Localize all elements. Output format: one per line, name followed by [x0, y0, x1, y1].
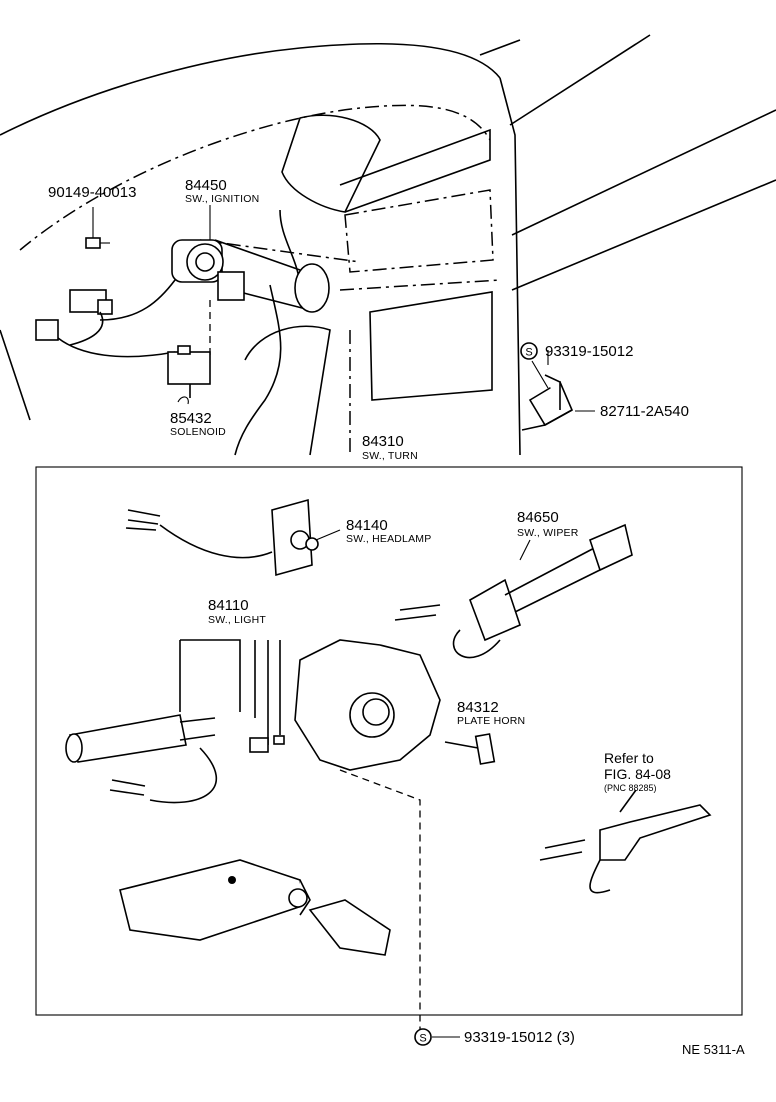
- svg-text:S: S: [419, 1033, 426, 1045]
- steering-column: [199, 239, 361, 313]
- wiper-switch-drawing: [394, 523, 633, 659]
- headlamp-part-number: 84140: [346, 517, 388, 534]
- dashboard-outline: [0, 34, 776, 456]
- bolt-part-number: 90149-40013: [48, 184, 136, 201]
- headlamp-part-name: SW., HEADLAMP: [346, 533, 431, 545]
- ignition-switch-drawing: [99, 239, 245, 360]
- horn-part-number: 84312: [457, 699, 499, 716]
- headlamp-switch-drawing: [125, 498, 319, 577]
- light-part-number: 84110: [208, 597, 249, 614]
- wiper-part-name: SW., WIPER: [517, 527, 579, 539]
- solenoid-part-name: SOLENOID: [170, 426, 226, 438]
- bottom-screw-part-number: 93319-15012 (3): [464, 1029, 575, 1046]
- left-connectors: [35, 289, 176, 358]
- screw-marker: S: [520, 342, 538, 360]
- wiper-part-number: 84650: [517, 509, 559, 526]
- refer-line-2: FIG. 84-08: [604, 766, 671, 782]
- horn-part-name: PLATE HORN: [457, 715, 525, 727]
- light-switch-drawing: [65, 639, 285, 804]
- leader-lines: [209, 205, 595, 1038]
- refer-line-1: Refer to: [604, 750, 654, 766]
- bracket-part-number: 82711-2A540: [600, 403, 689, 420]
- bottom-screw-marker: S: [414, 1028, 432, 1046]
- bracket-drawing: [521, 360, 574, 431]
- ignition-part-number: 84450: [185, 177, 227, 194]
- solenoid-drawing: [167, 345, 211, 405]
- turn-part-number: 84310: [362, 433, 404, 450]
- plate-horn-drawing: [444, 733, 496, 765]
- svg-text:S: S: [525, 347, 532, 359]
- turn-part-name: SW., TURN: [362, 450, 418, 462]
- turn-switch-frame: [35, 466, 743, 1016]
- solenoid-part-number: 85432: [170, 410, 212, 427]
- figure-code: NE 5311-A: [682, 1042, 745, 1057]
- ignition-part-name: SW., IGNITION: [185, 193, 259, 205]
- screw-part-number: 93319-15012: [545, 343, 633, 360]
- light-part-name: SW., LIGHT: [208, 614, 266, 626]
- combination-switch-body: [294, 639, 441, 1030]
- bolt-drawing: [85, 207, 110, 249]
- lower-module-drawing: [119, 859, 391, 956]
- refer-switch-drawing: [539, 789, 712, 894]
- refer-line-3: (PNC 88285): [604, 783, 657, 793]
